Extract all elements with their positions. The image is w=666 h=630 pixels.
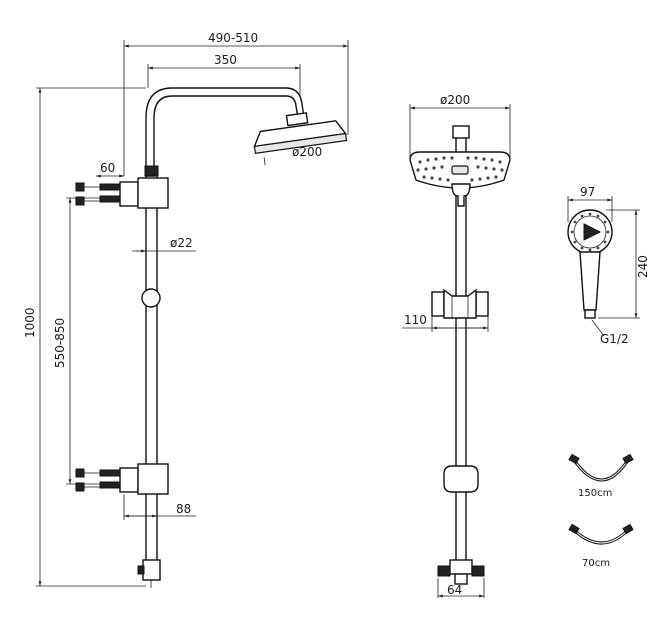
hose-short-label: 70cm — [582, 558, 610, 569]
dim-total-height: 1000 — [23, 307, 37, 338]
dim-bracket-spacing: 550-850 — [53, 318, 67, 368]
lower-bracket — [75, 463, 169, 495]
dim-head-dia-side: ø200 — [292, 145, 322, 159]
riser-pipe — [145, 174, 158, 571]
upper-bracket — [75, 177, 169, 209]
dim-hand-dia: 97 — [580, 185, 595, 199]
dim-arm-reach: 490-510 — [208, 31, 258, 45]
dim-arm-length: 350 — [214, 53, 237, 67]
dim-wall-offset: 60 — [100, 161, 115, 175]
hose-long-label: 150cm — [578, 488, 612, 499]
bottom-valve-side — [137, 559, 161, 588]
bottom-valve-front — [437, 559, 485, 585]
dim-head-dia-front: ø200 — [440, 93, 470, 107]
front-view: ø200 110 64 — [402, 93, 511, 598]
shower-head-side — [253, 112, 348, 166]
side-view: 490-510 350 ø200 60 ø22 1000 550-850 88 — [23, 31, 349, 588]
dim-holder-width: 110 — [404, 313, 427, 327]
dim-bottom-offset: 88 — [176, 502, 191, 516]
hose-70: 70cm — [568, 523, 634, 569]
dim-hand-length: 240 — [636, 255, 650, 278]
shower-head-front — [409, 151, 511, 189]
slider-knob — [141, 288, 161, 308]
dim-valve-width: 64 — [447, 583, 462, 597]
hose-150: 150cm — [568, 453, 634, 499]
hand-shower: 97 240 G1/2 — [567, 185, 650, 346]
hand-shower-holder — [431, 288, 489, 319]
dim-pipe-dia: ø22 — [170, 236, 193, 250]
dim-thread: G1/2 — [600, 332, 629, 346]
